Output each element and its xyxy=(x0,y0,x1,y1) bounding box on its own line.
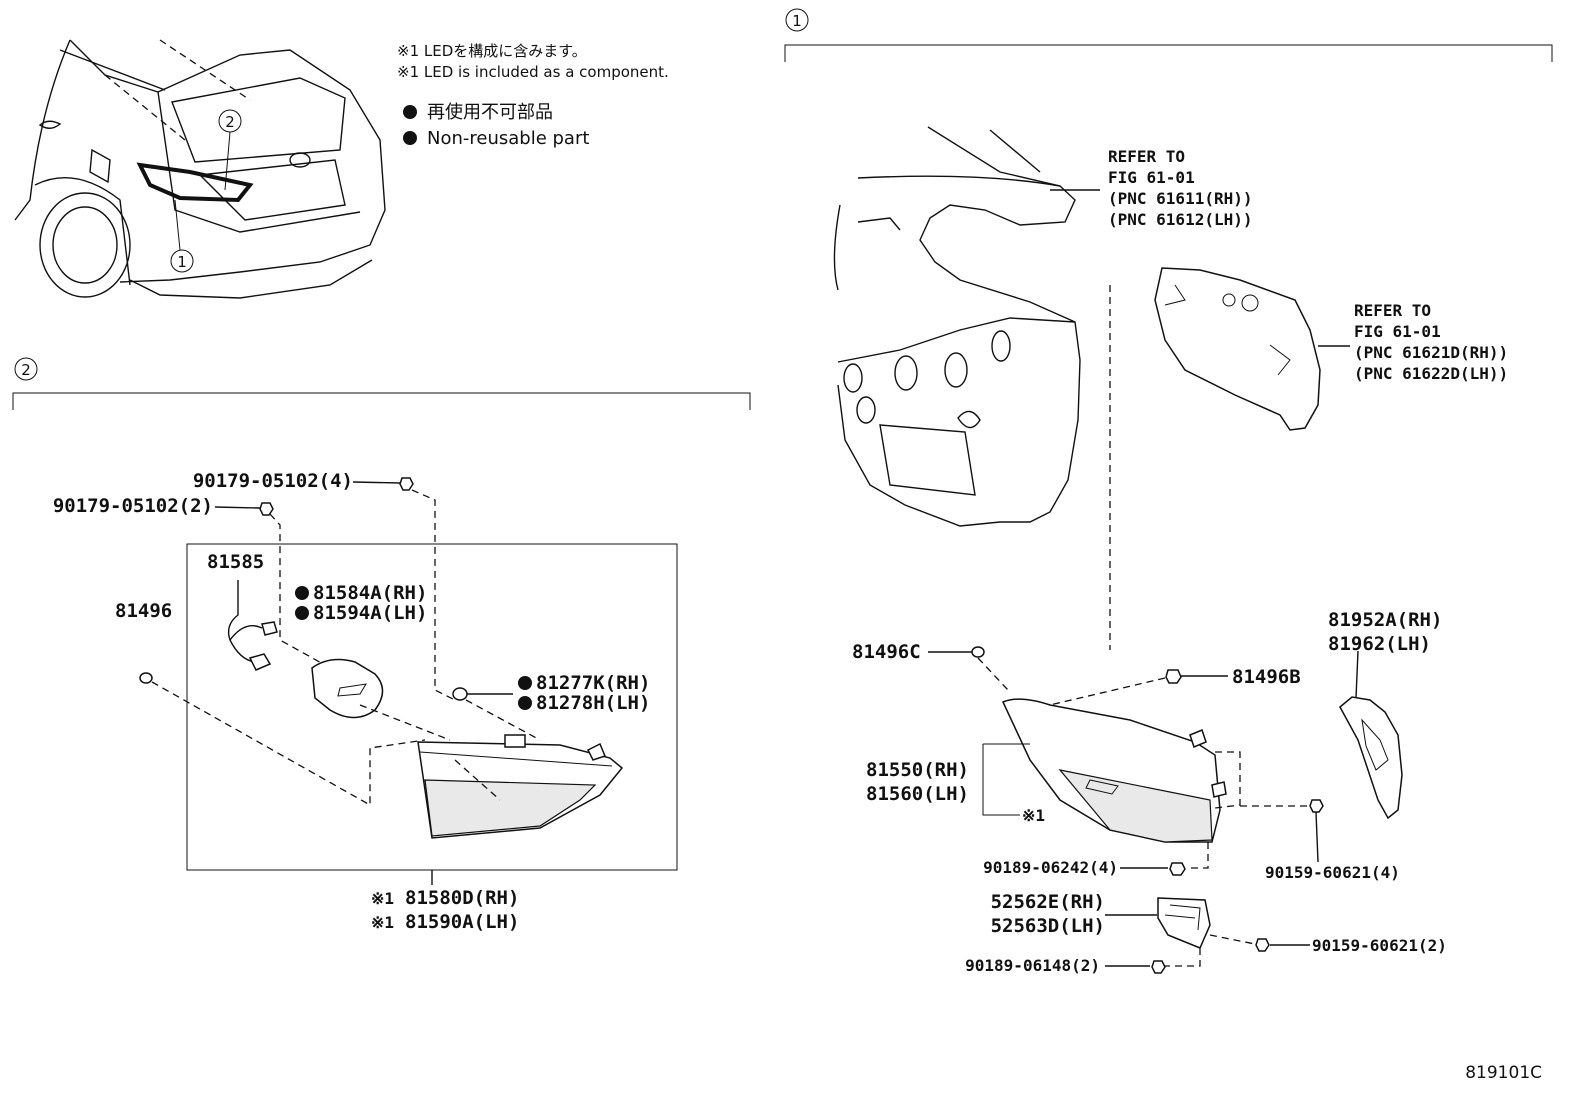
part-label-81585: 81585 xyxy=(207,551,264,573)
non-reusable-note-en: Non-reusable part xyxy=(427,128,589,149)
part-label-52563d-lh: 52563D(LH) xyxy=(991,915,1105,937)
seal-icon xyxy=(452,687,468,701)
screw-icon xyxy=(1169,862,1186,876)
led-marker: ※1 xyxy=(371,889,394,908)
part-label-81590a-lh: 81590A(LH) xyxy=(405,911,519,933)
refer-to-line2: FIG 61-01 xyxy=(1354,322,1441,341)
part-label-81594a-lh: 81594A(LH) xyxy=(313,602,427,624)
screw-icon xyxy=(1151,960,1166,974)
refer-to-line4: (PNC 61612(LH)) xyxy=(1108,210,1253,229)
callout-number-2: 2 xyxy=(225,113,235,131)
non-reusable-bullet-icon xyxy=(295,586,309,600)
part-label-90159-60621-2: 90159-60621(2) xyxy=(1312,936,1447,955)
grommet-icon xyxy=(1165,669,1182,684)
led-marker: ※1 xyxy=(371,913,394,932)
legend-notes: ※1 LEDを構成に含みます。 ※1 LED is included as a … xyxy=(397,42,669,149)
led-marker: ※1 xyxy=(1022,806,1045,825)
refer-to-line3: (PNC 61621D(RH)) xyxy=(1354,343,1508,362)
part-label-81277k-rh: 81277K(RH) xyxy=(536,672,650,694)
screw-icon xyxy=(1255,938,1270,952)
section-1-number: 1 xyxy=(792,12,802,30)
part-label-81496: 81496 xyxy=(115,600,172,622)
figure-number: 819101C xyxy=(1465,1063,1542,1083)
section-1-rear-combination-lamp: REFER TO FIG 61-01 (PNC 61611(RH)) (PNC … xyxy=(833,126,1508,975)
led-note-en: ※1 LED is included as a component. xyxy=(397,63,669,81)
part-label-81278h-lh: 81278H(LH) xyxy=(536,692,650,714)
section-2-number: 2 xyxy=(21,361,31,379)
part-label-81962-lh: 81962(LH) xyxy=(1328,633,1431,655)
part-label-81580d-rh: 81580D(RH) xyxy=(405,887,519,909)
non-reusable-bullet-icon xyxy=(518,696,532,710)
part-label-90159-60621-4: 90159-60621(4) xyxy=(1265,863,1400,882)
callout-circle-1 xyxy=(170,249,194,273)
non-reusable-bullet-icon xyxy=(403,131,417,145)
screw-icon xyxy=(1309,799,1324,813)
part-label-81952a-rh: 81952A(RH) xyxy=(1328,609,1442,631)
grommet-icon xyxy=(971,646,985,658)
part-label-81584a-rh: 81584A(RH) xyxy=(313,582,427,604)
section-1-header: 1 xyxy=(784,8,1553,62)
non-reusable-bullet-icon xyxy=(295,606,309,620)
part-label-90189-06242: 90189-06242(4) xyxy=(983,858,1118,877)
part-label-81496c: 81496C xyxy=(852,641,921,663)
part-label-81550-rh: 81550(RH) xyxy=(866,759,969,781)
part-label-90179-05102-2: 90179-05102(2) xyxy=(53,495,213,517)
refer-to-line1: REFER TO xyxy=(1354,301,1431,320)
led-note-jp: ※1 LEDを構成に含みます。 xyxy=(397,42,587,60)
section-2-inner-lamp-assembly: 90179-05102(4) 90179-05102(2) 81585 8149… xyxy=(53,470,678,933)
section-2-header: 2 xyxy=(12,357,751,410)
refer-to-line1: REFER TO xyxy=(1108,147,1185,166)
part-label-90179-05102-4: 90179-05102(4) xyxy=(193,470,353,492)
part-label-81560-lh: 81560(LH) xyxy=(866,783,969,805)
part-label-52562e-rh: 52562E(RH) xyxy=(991,891,1105,913)
screw-icon xyxy=(259,502,274,516)
part-label-81496b: 81496B xyxy=(1232,666,1301,688)
callout-number-1: 1 xyxy=(177,253,187,271)
part-label-90189-06148: 90189-06148(2) xyxy=(965,956,1100,975)
refer-to-line2: FIG 61-01 xyxy=(1108,168,1195,187)
non-reusable-note-jp: 再使用不可部品 xyxy=(427,102,553,123)
vehicle-overview-illustration: 2 1 xyxy=(14,39,386,299)
non-reusable-bullet-icon xyxy=(518,676,532,690)
callout-circle-2 xyxy=(218,109,242,133)
grommet-icon xyxy=(139,672,153,684)
refer-to-line4: (PNC 61622D(LH)) xyxy=(1354,364,1508,383)
refer-to-line3: (PNC 61611(RH)) xyxy=(1108,189,1253,208)
screw-icon xyxy=(399,477,414,491)
non-reusable-bullet-icon xyxy=(403,105,417,119)
